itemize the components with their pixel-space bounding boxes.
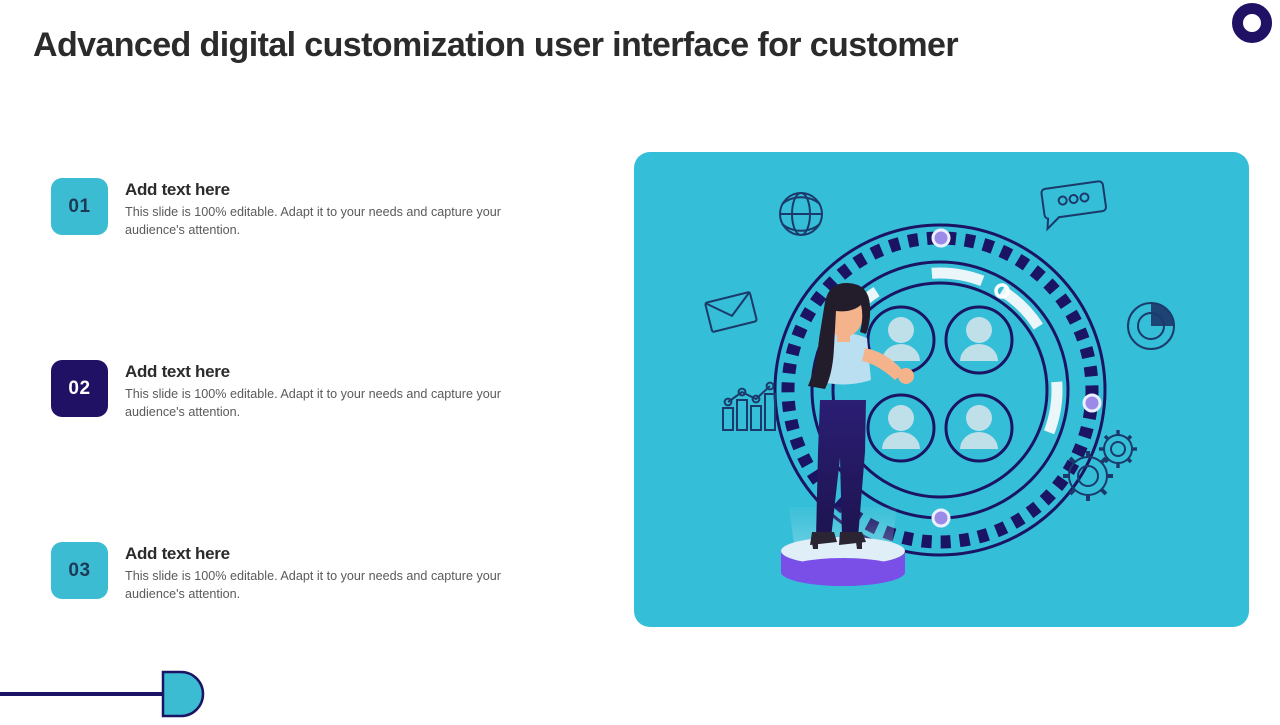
gears-icon: [1063, 430, 1137, 501]
bullet-heading: Add text here: [125, 544, 230, 563]
list-item[interactable]: 01 Add text here This slide is 100% edit…: [51, 178, 537, 240]
arc-endpoint-marker: [994, 283, 1010, 299]
person-and-platform: [781, 282, 914, 586]
envelope-icon: [704, 291, 758, 333]
bullet-number-badge: 02: [51, 360, 108, 417]
globe-icon: [779, 192, 823, 236]
outer-dashed-ring: [781, 231, 1099, 549]
chat-bubble-icon: [1040, 180, 1107, 232]
bullet-heading: Add text here: [125, 180, 230, 199]
hair: [808, 282, 871, 389]
node-dot-right: [1082, 393, 1102, 413]
bullet-body: This slide is 100% editable. Adapt it to…: [125, 205, 501, 237]
bullet-body: This slide is 100% editable. Adapt it to…: [125, 387, 501, 419]
bottom-left-accent: [0, 668, 210, 720]
bullet-text-block: Add text here This slide is 100% editabl…: [125, 542, 537, 604]
circular-hud-graphic: [773, 223, 1107, 557]
shoe-right-heel: [856, 542, 862, 549]
accent-half-capsule: [161, 670, 205, 718]
bullet-number-badge: 03: [51, 542, 108, 599]
donut-chart-icon: [1127, 302, 1175, 350]
list-item[interactable]: 03 Add text here This slide is 100% edit…: [51, 542, 537, 604]
node-dot-bottom: [931, 508, 951, 528]
page-title: Advanced digital customization user inte…: [33, 26, 959, 64]
bullet-text-block: Add text here This slide is 100% editabl…: [125, 360, 537, 422]
avatar: [866, 393, 936, 463]
avatar: [944, 305, 1014, 375]
avatar: [944, 393, 1014, 463]
platform-bottom: [781, 558, 905, 586]
outer-solid-ring: [773, 223, 1107, 557]
woman-figure: [808, 282, 914, 549]
ring-logo-icon: [1232, 3, 1272, 43]
pants: [816, 400, 866, 538]
list-item[interactable]: 02 Add text here This slide is 100% edit…: [51, 360, 537, 422]
inner-solid-ring: [831, 281, 1049, 499]
bullet-heading: Add text here: [125, 362, 230, 381]
avatar-group: [866, 305, 1014, 463]
shoe-right: [839, 532, 866, 545]
shoe-left: [810, 532, 837, 545]
illustration-panel: [634, 152, 1249, 627]
hand: [898, 368, 914, 384]
shoe-left-heel: [812, 542, 818, 549]
bar-chart-icon: [722, 381, 776, 431]
bullet-text-block: Add text here This slide is 100% editabl…: [125, 178, 537, 240]
arm: [862, 348, 904, 380]
bullet-number-badge: 01: [51, 178, 108, 235]
node-dot-top: [931, 228, 951, 248]
bullet-body: This slide is 100% editable. Adapt it to…: [125, 569, 501, 601]
